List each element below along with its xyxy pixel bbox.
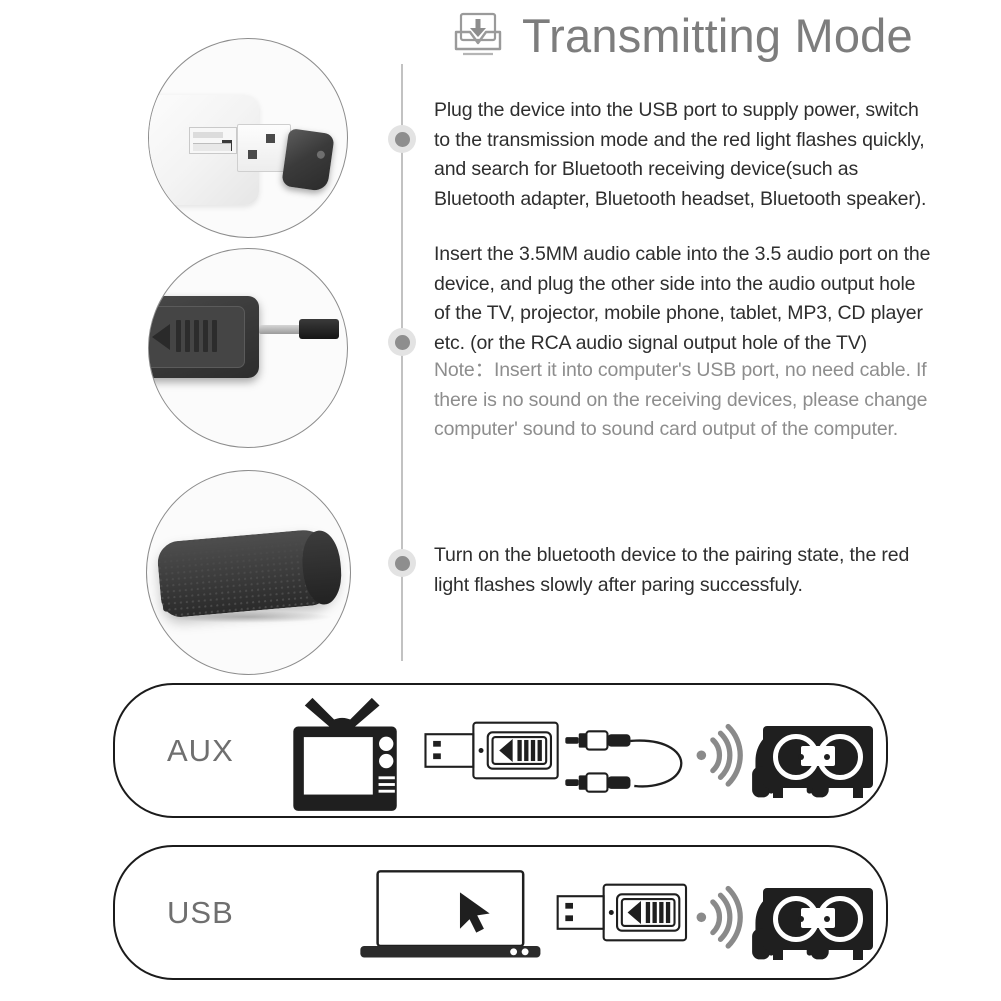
adapter-audio-jack-photo	[148, 248, 348, 448]
bluetooth-speaker-photo	[146, 470, 351, 675]
adapter-triangle-logo-icon	[152, 324, 170, 350]
aux-connection-panel: AUX	[113, 683, 888, 818]
stereo-speaker-icon	[763, 888, 873, 960]
slot-chip	[222, 140, 232, 151]
mouse-cursor-icon	[459, 892, 490, 933]
speaker-body	[156, 527, 344, 619]
step-2-text: Insert the 3.5MM audio cable into the 3.…	[434, 243, 931, 354]
usb-bluetooth-dongle-icon	[556, 883, 688, 942]
step-2-dot	[388, 328, 416, 356]
usb-panel-label: USB	[167, 894, 234, 930]
adapter-bars-logo-icon	[176, 320, 217, 352]
transmit-download-icon	[452, 10, 504, 62]
usb-charger-photo	[148, 38, 348, 238]
audio-jack-barrel	[299, 319, 339, 339]
speaker-end-cap	[299, 529, 344, 607]
dongle-triangle-logo-icon	[627, 901, 641, 924]
step-1-dot	[388, 125, 416, 153]
page-heading: Transmitting Mode	[452, 8, 913, 63]
step-1-text: Plug the device into the USB port to sup…	[434, 99, 927, 210]
usb-connection-panel: USB	[113, 845, 888, 980]
bluetooth-dongle-body	[281, 128, 335, 192]
note-text: Note：Insert it into computer's USB port,…	[434, 359, 928, 440]
dongle-triangle-logo-icon	[499, 739, 513, 762]
usb-pin	[248, 150, 257, 159]
step-3-dot	[388, 549, 416, 577]
page-title: Transmitting Mode	[522, 9, 913, 62]
adapter-face-panel	[149, 306, 245, 368]
step-3-text: Turn on the bluetooth device to the pair…	[434, 544, 910, 596]
adapter-body	[149, 296, 259, 378]
bluetooth-signal-waves-icon	[696, 723, 743, 787]
aux-panel-label: AUX	[167, 732, 234, 768]
usb-connector-metal	[237, 124, 291, 172]
bluetooth-signal-waves-icon	[696, 885, 743, 949]
charger-usb-slot	[189, 127, 237, 154]
dongle-bars-logo-icon	[517, 739, 542, 762]
dongle-bars-logo-icon	[645, 901, 671, 924]
dongle-led-icon	[478, 748, 484, 753]
aux-3.5mm-cable-icon	[565, 730, 683, 793]
usb-bluetooth-dongle-icon	[424, 721, 559, 780]
timeline-line	[401, 64, 403, 661]
usb-pin	[266, 134, 275, 143]
laptop-cursor-icon	[360, 870, 541, 958]
audio-jack-shaft	[259, 325, 303, 334]
dongle-led-icon	[608, 910, 614, 915]
stereo-speaker-icon	[763, 726, 873, 798]
